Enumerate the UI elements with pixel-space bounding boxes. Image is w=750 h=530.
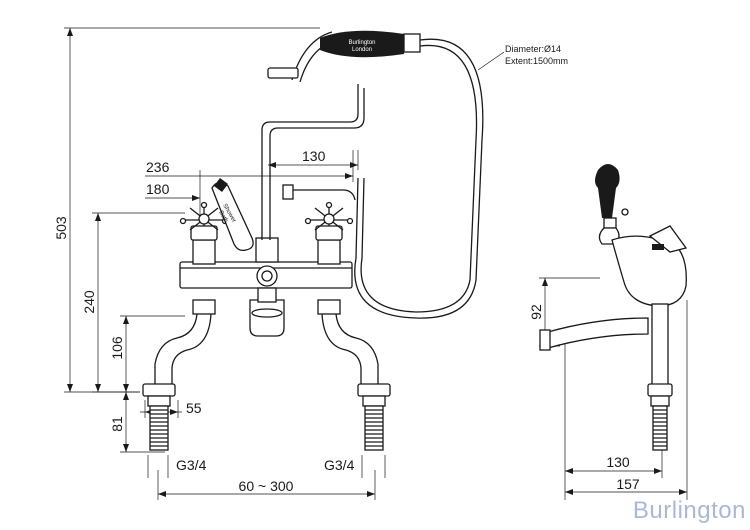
handset: Burlington London [267,30,421,83]
dimension-lines [64,27,386,500]
dim-spout-projection: 130 [606,454,630,470]
dim-centres: 60 ~ 300 [239,478,294,494]
left-crosshead [179,201,229,241]
dim-width-180: 180 [146,181,170,197]
dim-to-cross-height: 240 [81,290,97,314]
dim-overall-height: 503 [53,216,69,240]
dim-handset-offset: 130 [302,148,326,164]
dimension-labels: 503 240 106 81 236 180 130 55 G3/4 G3/4 … [53,148,355,494]
burlington-logo: Burlington [633,497,746,524]
dim-side-depth: 157 [616,476,640,492]
right-leg [317,299,391,451]
left-leg [142,299,216,451]
dim-width-236: 236 [146,159,170,175]
handset-brand-name: Burlington [348,40,375,46]
left-tail-thread [149,405,169,451]
dim-tail-offset: 55 [186,400,202,416]
right-crosshead [304,201,354,241]
dim-thread-left: G3/4 [176,457,207,473]
lever-text-bath: Bath [217,210,228,224]
dim-spout-height: 92 [528,304,544,320]
front-view: Shower Bath [142,30,568,451]
side-tail-thread [652,405,668,451]
dim-thread-right: G3/4 [324,457,355,473]
dim-deck-height: 106 [109,336,125,360]
right-tail-thread [364,405,384,451]
hose-extent-note: Extent:1500mm [505,56,568,66]
handset-brand-city: London [352,47,372,53]
hose-diameter-note: Diameter:Ø14 [505,44,561,54]
diverter-lever: Shower Bath [211,178,254,252]
side-view: 92 130 157 [528,164,688,500]
dim-tail-height: 81 [109,416,125,432]
